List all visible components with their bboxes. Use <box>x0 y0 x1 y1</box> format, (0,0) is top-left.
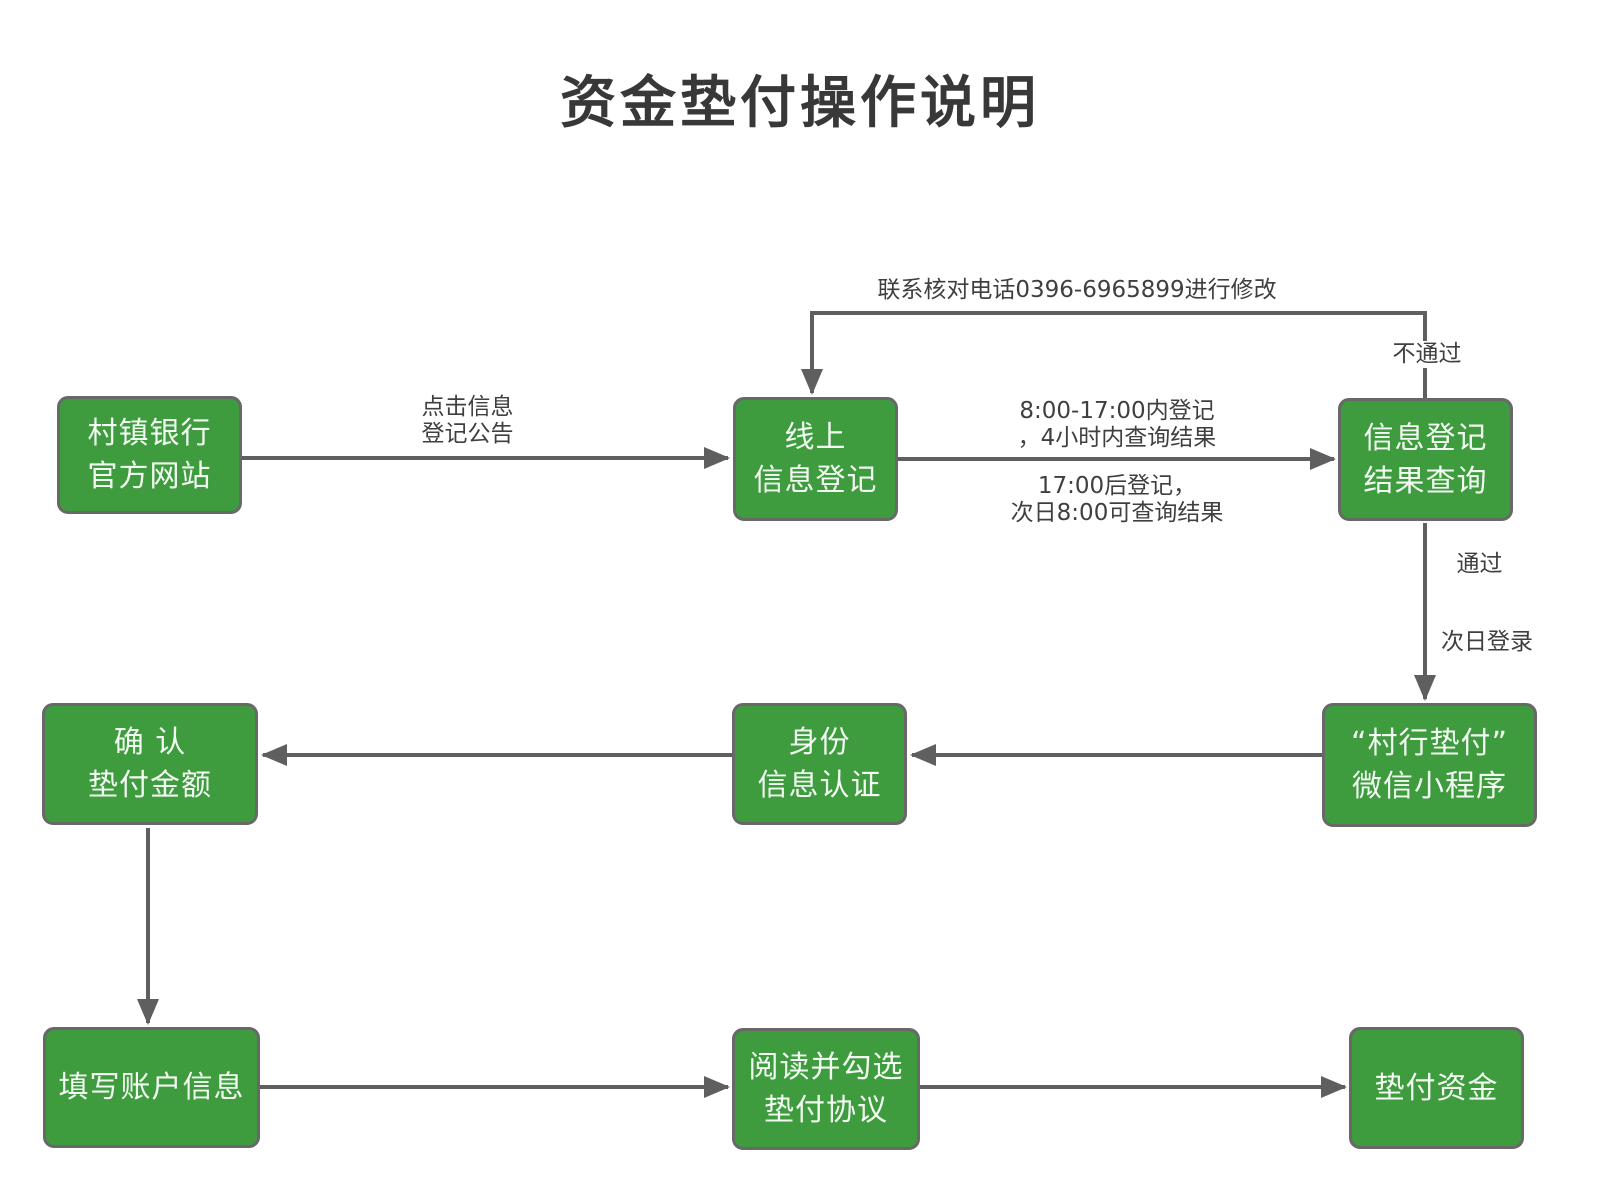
label-pass: 通过 <box>1442 551 1517 578</box>
node-text-line: 垫付资金 <box>1374 1070 1499 1106</box>
node-text-line: 线上 <box>784 420 847 455</box>
label-not-pass: 不通过 <box>1385 341 1469 368</box>
label-contact-phone-modify: 联系核对电话0396-6965899进行修改 <box>877 277 1277 304</box>
node-fill-account-info: 填写账户信息 <box>43 1027 260 1148</box>
node-confirm-advance-amount: 确 认 垫付金额 <box>42 703 258 825</box>
label-text-line: 17:00后登记， <box>1037 473 1197 499</box>
label-text-line: 点击信息 <box>421 394 514 420</box>
node-text-line: 身份 <box>788 725 851 760</box>
node-text-line: 信息认证 <box>757 768 882 803</box>
node-text-line: 垫付金额 <box>88 768 212 803</box>
label-text-line: 8:00-17:00内登记 <box>1019 398 1215 424</box>
label-next-day-login: 次日登录 <box>1432 629 1542 656</box>
node-text-line: 村镇银行 <box>87 416 212 451</box>
label-text-line: 不通过 <box>1392 341 1462 367</box>
label-text-line: 联系核对电话0396-6965899进行修改 <box>877 277 1277 303</box>
node-text-line: 垫付协议 <box>764 1093 888 1128</box>
node-text-line: 信息登记 <box>753 463 878 498</box>
node-text-line: 确 认 <box>113 725 187 760</box>
node-wechat-mini-program: “村行垫付” 微信小程序 <box>1322 703 1537 827</box>
label-text-line: ，4小时内查询结果 <box>1017 425 1217 451</box>
label-click-registration-notice: 点击信息 登记公告 <box>395 394 540 448</box>
node-online-info-registration: 线上 信息登记 <box>733 397 898 521</box>
label-evening-registration: 17:00后登记， 次日8:00可查询结果 <box>1002 473 1232 527</box>
page-title: 资金垫付操作说明 <box>560 71 1040 136</box>
node-registration-result-query: 信息登记 结果查询 <box>1338 398 1513 521</box>
node-text-line: 信息登记 <box>1363 420 1488 456</box>
node-text-line: 阅读并勾选 <box>748 1050 904 1085</box>
node-bank-official-website: 村镇银行 官方网站 <box>57 396 242 514</box>
label-text-line: 通过 <box>1456 551 1503 577</box>
node-identity-verification: 身份 信息认证 <box>732 703 907 825</box>
node-advance-funds: 垫付资金 <box>1349 1027 1524 1149</box>
node-text-line: 结果查询 <box>1363 463 1488 499</box>
node-text-line: 微信小程序 <box>1352 769 1507 804</box>
label-text-line: 登记公告 <box>421 421 514 447</box>
node-text-line: “村行垫付” <box>1350 726 1509 761</box>
node-text-line: 官方网站 <box>87 459 212 494</box>
label-text-line: 次日登录 <box>1441 629 1533 655</box>
label-text-line: 次日8:00可查询结果 <box>1010 500 1224 526</box>
label-daytime-registration: 8:00-17:00内登记 ，4小时内查询结果 <box>1002 398 1232 452</box>
edge-not-pass-feedback <box>801 311 1427 398</box>
node-text-line: 填写账户信息 <box>58 1070 245 1105</box>
node-read-check-agreement: 阅读并勾选 垫付协议 <box>732 1028 920 1150</box>
